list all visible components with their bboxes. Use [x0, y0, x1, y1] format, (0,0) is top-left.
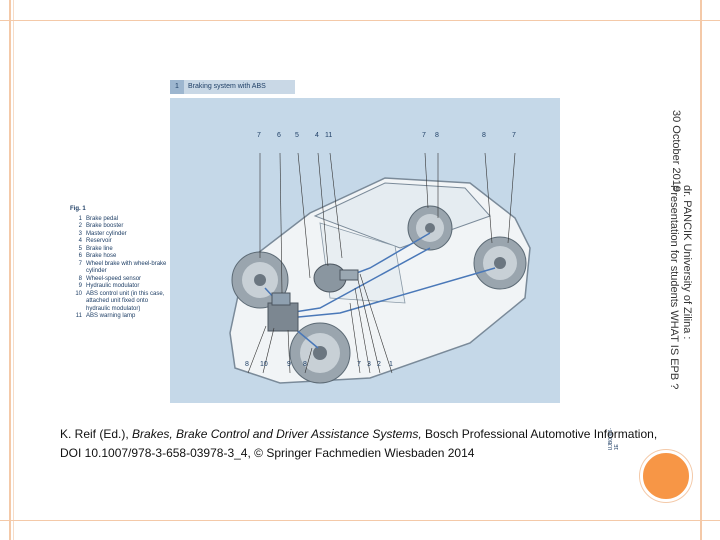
citation-prefix: K. Reif (Ed.),: [60, 427, 133, 441]
callout-label: 7: [512, 132, 516, 139]
callout-label: 3: [367, 361, 371, 368]
callout-label: 7: [357, 361, 361, 368]
hydraulic-modulator: [267, 292, 299, 332]
figure-title: Braking system with ABS: [188, 83, 266, 90]
callout-label: 10: [260, 361, 268, 368]
citation: K. Reif (Ed.), Brakes, Brake Control and…: [60, 425, 660, 463]
orange-circle-decoration: [640, 450, 692, 502]
car-drawing: [229, 152, 531, 384]
slide-frame-left-inner: [13, 0, 14, 540]
callout-label: 8: [435, 132, 439, 139]
slide-frame-top: [0, 20, 720, 21]
callout-label: 9: [287, 361, 291, 368]
callout-label: 7: [257, 132, 261, 139]
car-illustration: [170, 98, 560, 403]
callout-label: 1: [389, 361, 393, 368]
wheel-front-left: [231, 251, 289, 309]
callout-label: 2: [377, 361, 381, 368]
callout-label: 11: [325, 132, 333, 139]
abs-figure: 1 Braking system with ABS: [60, 78, 620, 450]
author-line-1: dr. PANCIK University of Zilina :: [681, 185, 693, 340]
callout-label: 6: [277, 132, 281, 139]
slide-frame-right: [700, 0, 702, 540]
author-line-2: Presentation for students WHAT IS EPB ?: [668, 185, 680, 390]
citation-suffix: Bosch Professional Automotive Informatio…: [60, 427, 658, 460]
slide-date: 30 October 2019: [670, 110, 682, 192]
figure-header: 1 Braking system with ABS: [170, 80, 295, 94]
callouts-top: 7 6 5 4 11 7 8 8 7: [60, 132, 560, 142]
figure-number: 1: [170, 80, 184, 94]
legend-title: Fig. 1: [70, 206, 86, 212]
brake-booster: [313, 263, 359, 293]
wheel-rear-right: [473, 236, 527, 290]
callout-label: 7: [422, 132, 426, 139]
slide-frame-left: [9, 0, 11, 540]
citation-title: Brakes, Brake Control and Driver Assista…: [132, 427, 422, 441]
callout-label: 8: [303, 361, 307, 368]
callout-label: 8: [245, 361, 249, 368]
slide-frame-bottom: [0, 520, 720, 521]
callout-label: 5: [295, 132, 299, 139]
callout-lines: [247, 152, 516, 374]
callout-label: 4: [315, 132, 319, 139]
slide-author: dr. PANCIK University of Zilina : Presen…: [667, 185, 693, 389]
callout-label: 8: [482, 132, 486, 139]
wheel-rear-left: [407, 205, 453, 251]
callouts-bottom: 8 10 9 8 7 3 2 1: [60, 361, 560, 371]
